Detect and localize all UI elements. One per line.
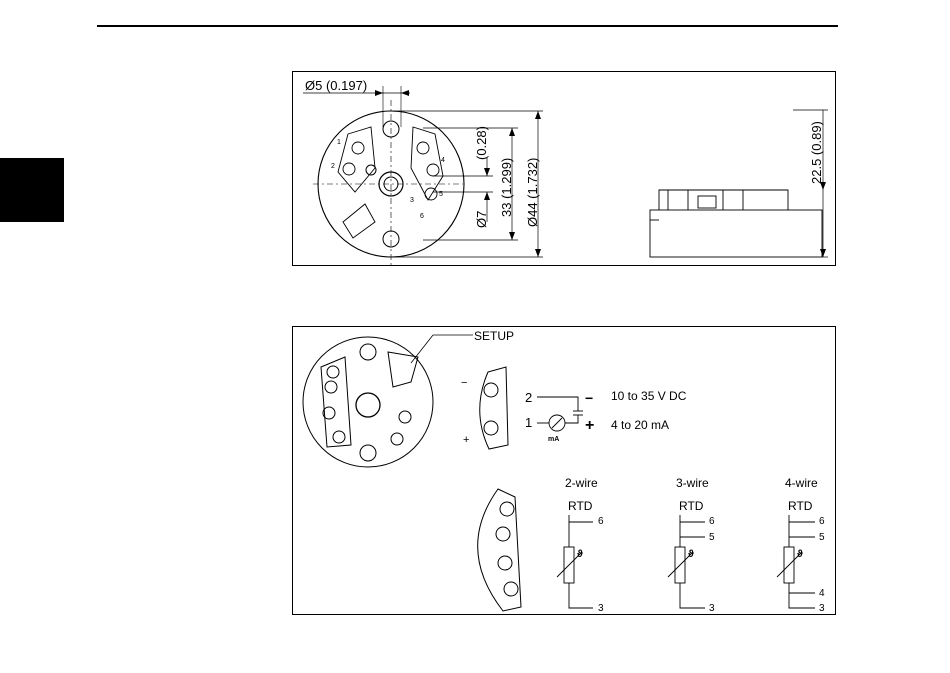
terminal-2-label: 2	[331, 163, 335, 170]
dim-height-label: 22.5 (0.89)	[809, 121, 824, 184]
wiring-4wire-theta: ϑ	[797, 549, 803, 560]
meter-unit-label: mA	[548, 436, 559, 443]
wiring-3wire-term-6: 6	[709, 516, 715, 527]
wiring-4wire-term-3: 3	[819, 603, 825, 614]
wiring-2wire-theta: ϑ	[577, 549, 583, 560]
dim-center-label: Ø7	[474, 211, 489, 228]
wiring-2wire-term-3: 3	[598, 603, 604, 614]
wiring-3wire-theta: ϑ	[688, 549, 694, 560]
terminal-1-label: 1	[337, 139, 341, 146]
housing-top-view: 1 2 3 4 5 6	[313, 100, 464, 267]
power-minus-mark: −	[461, 377, 467, 389]
wiring-4wire-term-5: 5	[819, 532, 825, 543]
voltage-label: 10 to 35 V DC	[611, 389, 687, 403]
power-terminal-block	[480, 367, 508, 449]
terminal-3-label: 3	[410, 197, 414, 204]
dimensions-figure: Ø5 (0.197) 1 2	[292, 71, 836, 266]
dim-outer-label: Ø44 (1.732)	[525, 158, 540, 227]
dim-hole-label: Ø5 (0.197)	[305, 78, 367, 93]
current-label: 4 to 20 mA	[611, 418, 669, 432]
dimensions-drawing: Ø5 (0.197) 1 2	[293, 72, 837, 267]
wiring-figure: SETUP − + 2 1 − + mA 10 to 35 V DC 4 to …	[292, 326, 836, 615]
header-rule	[97, 25, 838, 27]
wiring-4wire: 4-wire RTD 6 5 4 3 ϑ	[777, 476, 825, 614]
circuit-minus-sign: −	[585, 390, 593, 406]
wiring-2wire-title: 2-wire	[565, 476, 598, 490]
housing-terminal-view	[303, 337, 433, 467]
sensor-terminal-block	[478, 489, 521, 611]
power-term-1-label: 1	[525, 415, 532, 430]
setup-label: SETUP	[474, 329, 514, 343]
wiring-4wire-sensor: RTD	[788, 499, 813, 513]
wiring-3wire-term-5: 5	[709, 532, 715, 543]
power-plus-mark: +	[463, 434, 469, 446]
wiring-4wire-term-4: 4	[819, 588, 825, 599]
wiring-2wire-sensor: RTD	[568, 499, 593, 513]
section-tab-marker	[0, 158, 64, 222]
power-term-2-label: 2	[525, 390, 532, 405]
dim-offset-label: (0.28)	[474, 126, 489, 160]
dim-pitch-label: 33 (1.299)	[499, 158, 514, 217]
wiring-3wire-term-3: 3	[709, 603, 715, 614]
housing-side-view	[650, 190, 822, 257]
terminal-4-label: 4	[441, 157, 445, 164]
wiring-4wire-term-6: 6	[819, 516, 825, 527]
wiring-4wire-title: 4-wire	[785, 476, 818, 490]
wiring-2wire-term-6: 6	[598, 516, 604, 527]
wiring-3wire-title: 3-wire	[676, 476, 709, 490]
wiring-3wire-sensor: RTD	[679, 499, 704, 513]
wiring-drawing: SETUP − + 2 1 − + mA 10 to 35 V DC 4 to …	[293, 327, 837, 616]
circuit-plus-sign: +	[585, 417, 594, 434]
wiring-3wire: 3-wire RTD 6 5 3 ϑ	[668, 476, 715, 614]
wiring-2wire: 2-wire RTD 6 3 ϑ	[557, 476, 604, 614]
terminal-6-label: 6	[420, 213, 424, 220]
